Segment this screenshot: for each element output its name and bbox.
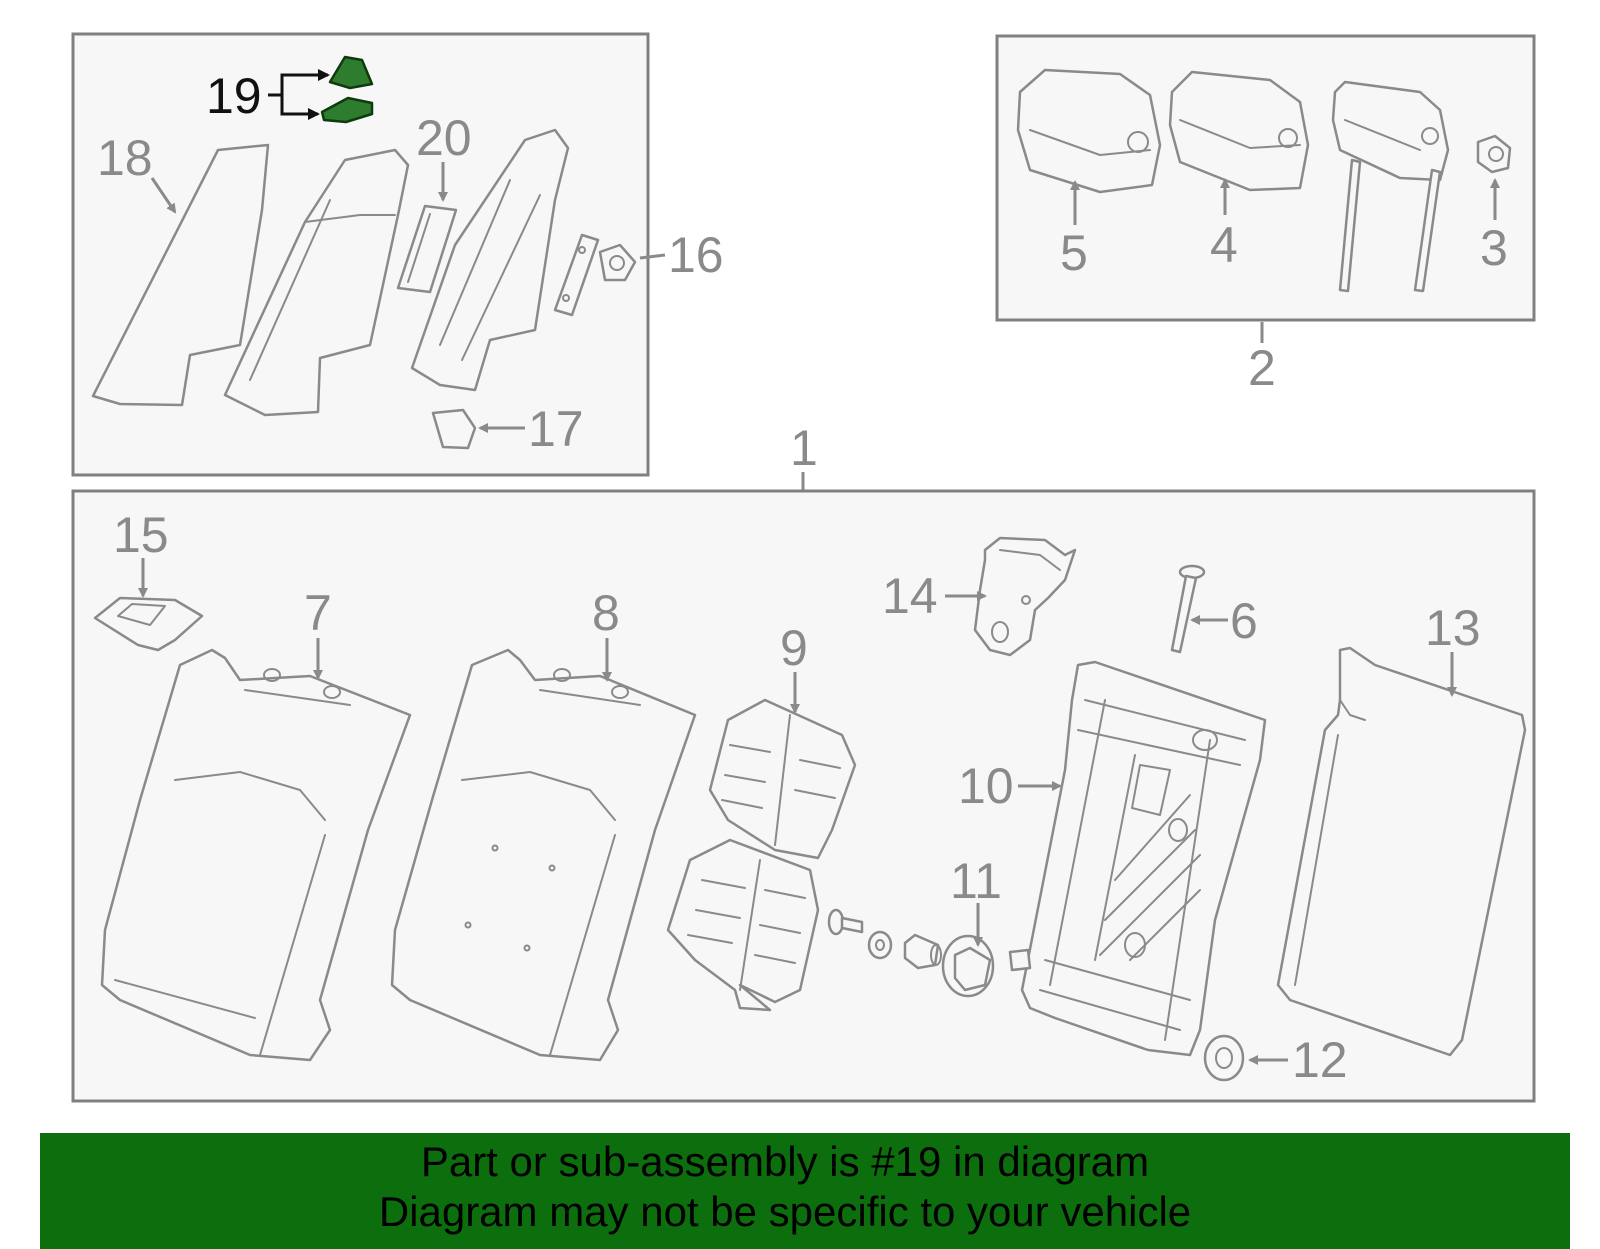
part-washer-small[interactable] [867,930,893,960]
callout-10: 10 [958,758,1014,814]
callout-6: 6 [1230,593,1258,649]
part-7-seat-back-cover[interactable] [100,648,412,1062]
part-5-head-restraint[interactable] [1016,68,1162,194]
part-3-guide[interactable] [1476,134,1512,174]
callout-18: 18 [97,130,153,186]
callout-13: 13 [1425,600,1481,656]
part-bolster-cover[interactable] [223,148,410,417]
part-17-clip[interactable] [431,408,477,450]
callout-17: 17 [528,401,584,457]
callout-14: 14 [882,568,938,624]
callout-9: 9 [780,620,808,676]
callout-15: 15 [113,507,169,563]
callout-2: 2 [1248,340,1276,396]
part-16-nut[interactable] [598,243,637,282]
part-11-pivot-bushing[interactable] [941,934,995,998]
part-6-bolt[interactable] [1170,564,1206,654]
part-4-head-restraint[interactable] [1168,70,1310,192]
callout-8: 8 [592,585,620,641]
info-banner: Part or sub-assembly is #19 in diagram D… [40,1133,1570,1249]
callout-5: 5 [1060,225,1088,281]
part-13-rear-panel[interactable] [1276,646,1527,1057]
callout-1: 1 [790,420,818,476]
part-10-seat-back-frame[interactable] [1008,660,1267,1057]
part-bolster-frame[interactable] [410,128,570,392]
part-20-strip[interactable] [396,204,458,294]
callout-20: 20 [416,110,472,166]
part-9-heater-element[interactable] [666,698,857,1012]
part-8-seat-back-pad[interactable] [390,648,697,1062]
part-15-escutcheon[interactable] [93,596,204,652]
banner-line-part: Part or sub-assembly is #19 in diagram [420,1138,1150,1185]
part-head-restraint-with-guides[interactable] [1331,80,1450,293]
part-bushing[interactable] [903,933,942,970]
part-12-washer[interactable] [1203,1034,1245,1082]
callout-4: 4 [1210,217,1238,273]
banner-line-disclaimer: Diagram may not be specific to your vehi… [378,1188,1192,1235]
callout-16: 16 [668,227,724,283]
part-19-highlighted[interactable] [320,55,374,124]
callout-11: 11 [950,853,1002,909]
callout-3: 3 [1480,220,1508,276]
callout-12: 12 [1292,1032,1348,1088]
part-14-latch[interactable] [973,536,1077,657]
part-bolt-small[interactable] [827,908,864,936]
callout-7: 7 [304,585,332,641]
part-bracket[interactable] [553,233,600,317]
part-18-trim-panel[interactable] [91,143,270,407]
callout-19: 19 [206,68,262,124]
